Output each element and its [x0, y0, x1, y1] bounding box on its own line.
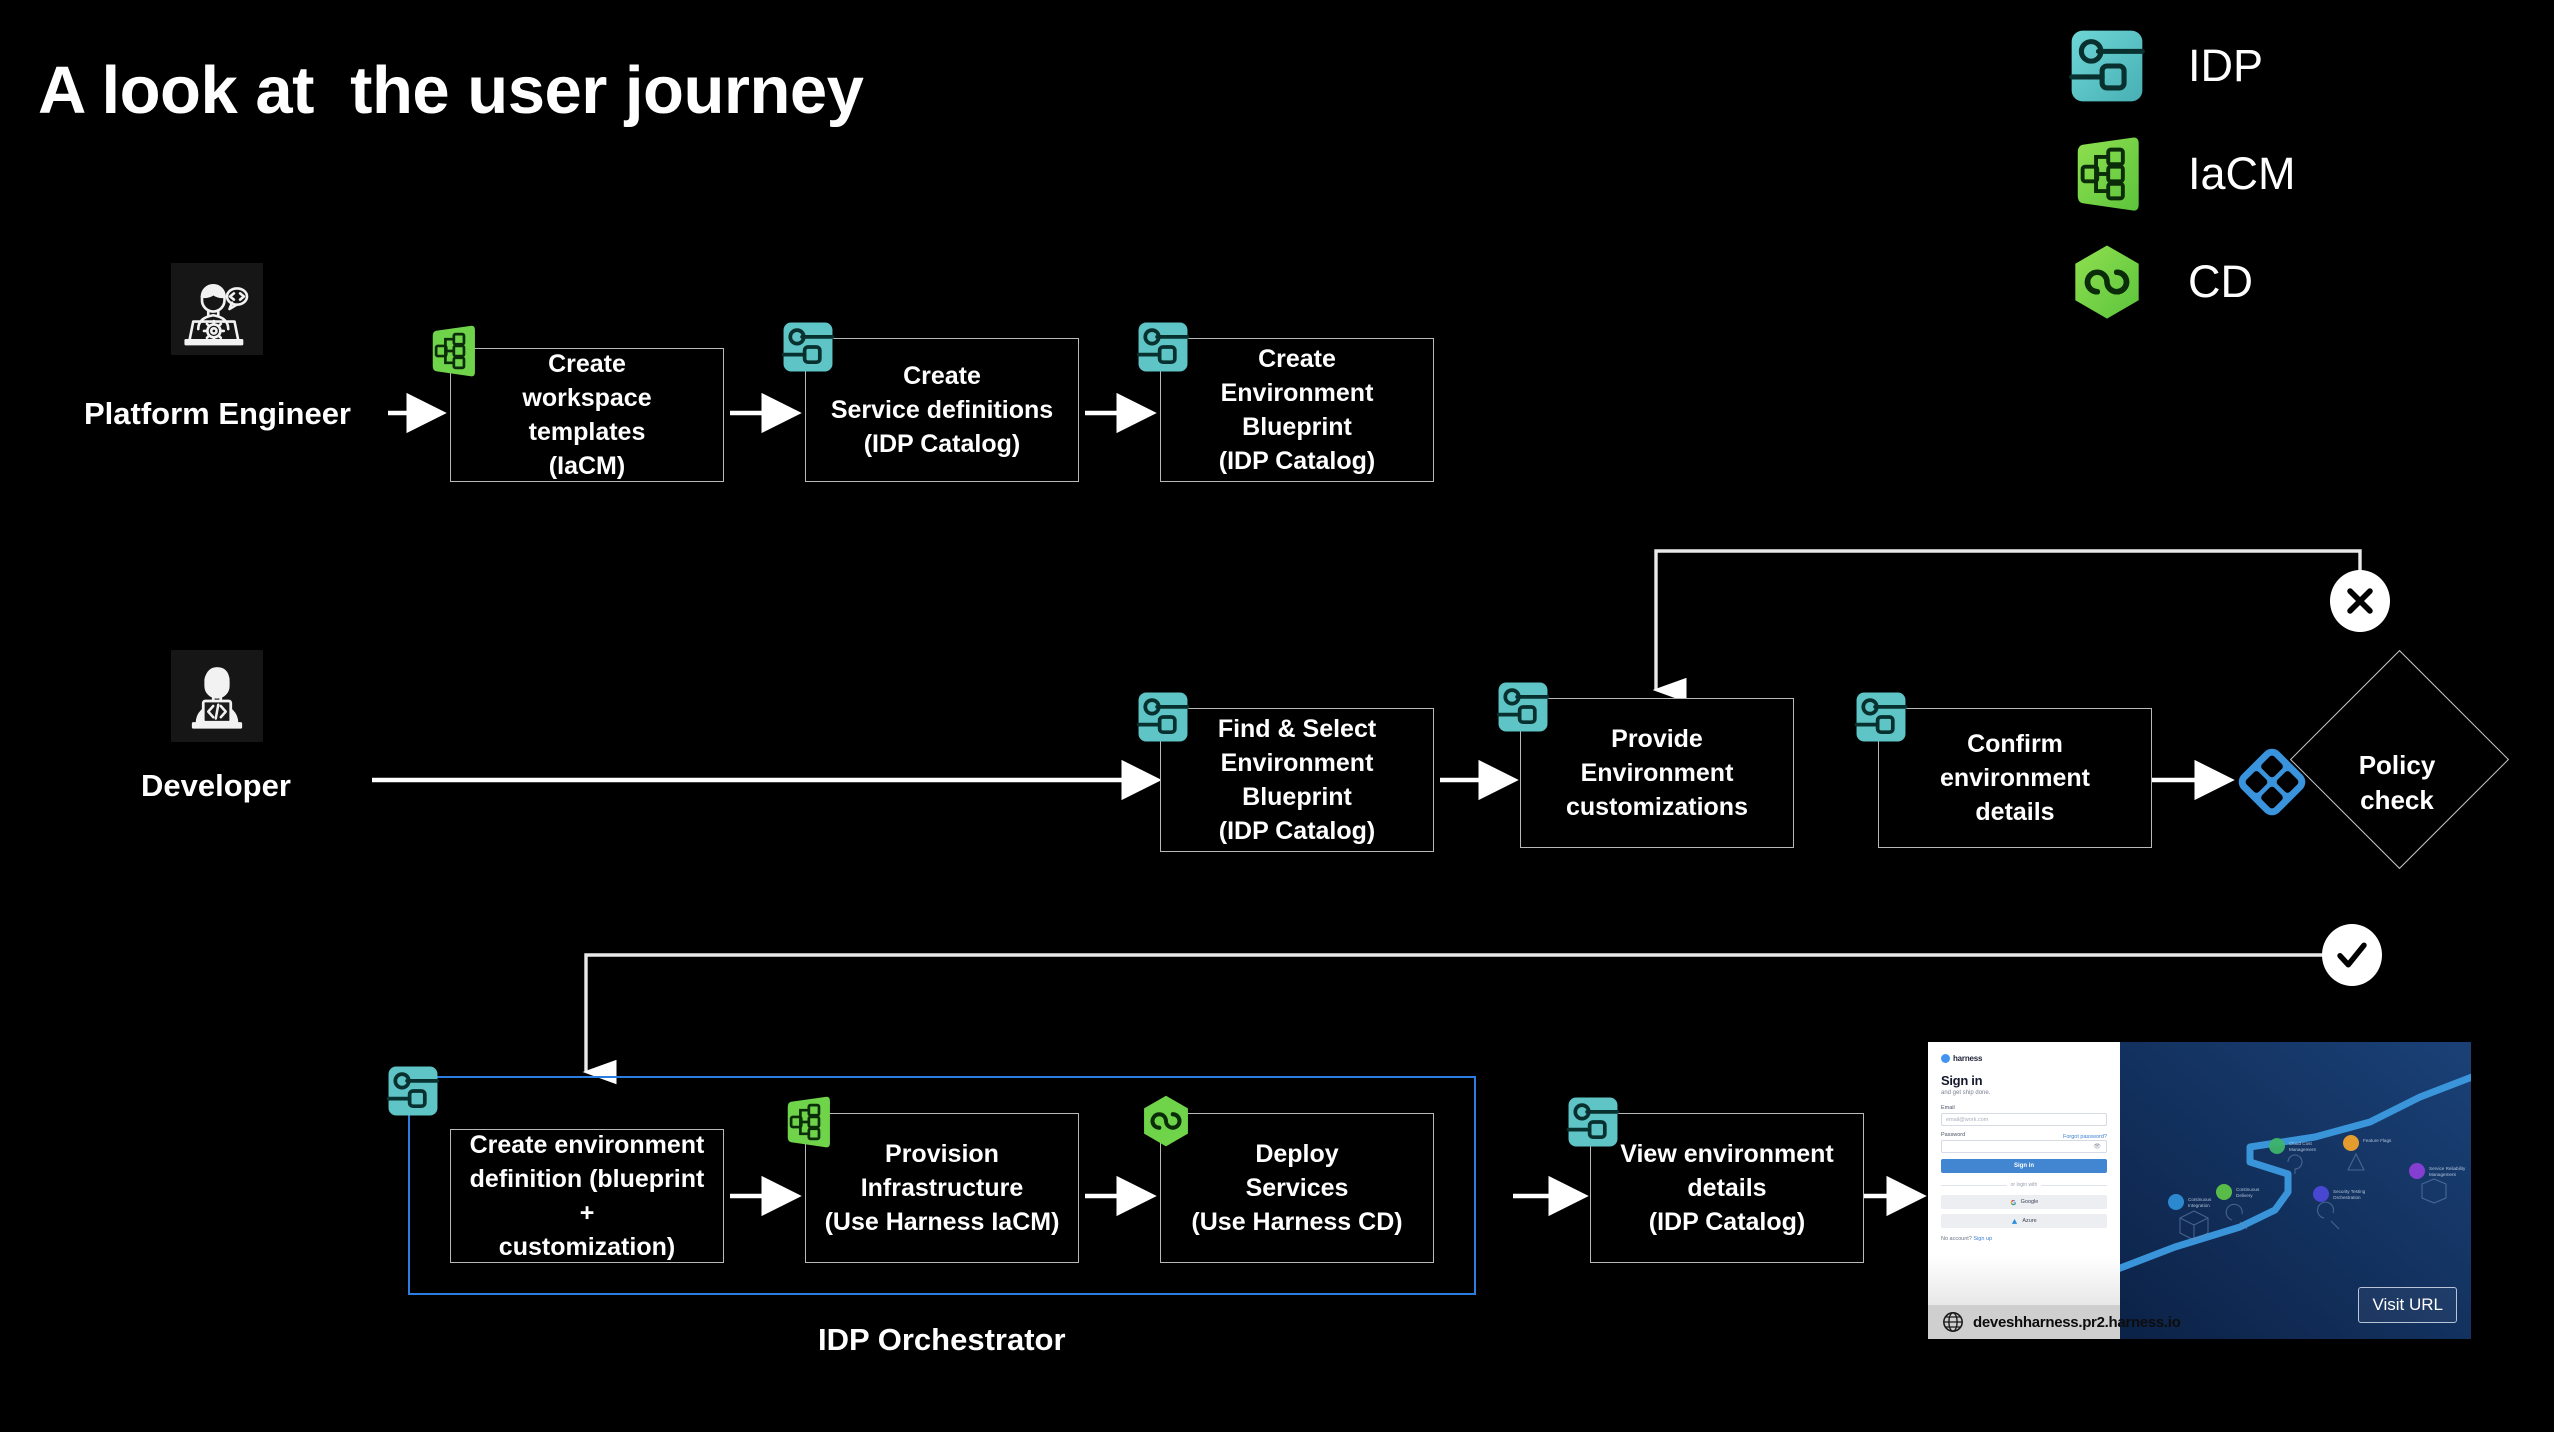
- signin-panel: harness Sign in and get ship done. Email…: [1928, 1042, 2120, 1339]
- product-legend: IDP: [2068, 12, 2488, 336]
- svg-text:Management: Management: [2289, 1147, 2317, 1152]
- google-signin-button[interactable]: Google: [1941, 1195, 2107, 1209]
- oauth-divider: or login with: [1941, 1182, 2107, 1188]
- platform-engineer-role-label: Platform Engineer: [84, 396, 351, 431]
- step-create-service-definitions[interactable]: Create Service definitions (IDP Catalog): [805, 338, 1079, 482]
- svg-text:Continuous: Continuous: [2236, 1187, 2260, 1192]
- step-label: Provide Environment customizations: [1566, 725, 1748, 821]
- password-field[interactable]: 👁: [1941, 1140, 2107, 1153]
- step-create-environment-blueprint[interactable]: Create Environment Blueprint (IDP Catalo…: [1160, 338, 1434, 482]
- policy-check-icon: [2235, 745, 2309, 819]
- developer-avatar: [171, 650, 263, 742]
- step-create-environment-definition[interactable]: Create environment definition (blueprint…: [450, 1129, 724, 1263]
- svg-text:Integration: Integration: [2188, 1203, 2210, 1208]
- step-find-select-environment-blueprint[interactable]: Find & Select Environment Blueprint (IDP…: [1160, 708, 1434, 852]
- fail-x-icon: [2347, 588, 2373, 614]
- svg-text:Continuous: Continuous: [2188, 1197, 2212, 1202]
- signin-subheading: and get ship done.: [1941, 1090, 1991, 1096]
- signin-heading: Sign in: [1941, 1073, 1983, 1088]
- legend-label-cd: CD: [2188, 256, 2253, 307]
- harness-wordmark: harness: [1953, 1054, 1983, 1063]
- email-label: Email: [1941, 1105, 1955, 1111]
- globe-icon: [1943, 1312, 1963, 1332]
- signup-prompt-text: No account?: [1941, 1236, 1972, 1242]
- step-label: Confirm environment details: [1939, 730, 2091, 826]
- legend-item-iacm: IaCM: [2068, 120, 2488, 228]
- azure-signin-button[interactable]: Azure: [1941, 1214, 2107, 1228]
- svg-text:Orchestration: Orchestration: [2333, 1195, 2361, 1200]
- url-bar: deveshharness.pr2.harness.io: [1928, 1305, 2471, 1339]
- platform-engineer-avatar-icon: [184, 284, 249, 346]
- policy-check-label: Policy check: [2358, 750, 2436, 816]
- divider-line-left: [1941, 1184, 2007, 1186]
- step-label: Create Environment Blueprint (IDP Catalo…: [1218, 345, 1376, 475]
- google-icon: [2010, 1199, 2016, 1205]
- azure-label: Azure: [2022, 1218, 2037, 1224]
- visit-url-button[interactable]: Visit URL: [2358, 1287, 2457, 1323]
- svg-text:Cloud Cost: Cloud Cost: [2289, 1141, 2312, 1146]
- harness-mark-icon: [1941, 1054, 1950, 1063]
- svg-text:Security Testing: Security Testing: [2333, 1189, 2366, 1194]
- step-view-environment-details[interactable]: View environment details (IDP Catalog): [1590, 1113, 1864, 1263]
- divider-label: or login with: [2010, 1182, 2038, 1188]
- iacm-product-icon: [2068, 135, 2146, 213]
- signin-submit-button[interactable]: Sign in: [1941, 1159, 2107, 1173]
- legend-item-idp: IDP: [2068, 12, 2488, 120]
- google-label: Google: [2020, 1199, 2039, 1205]
- developer-role-label: Developer: [141, 768, 291, 803]
- forgot-password-link[interactable]: Forgot password?: [2062, 1134, 2107, 1140]
- legend-item-cd: CD: [2068, 228, 2488, 336]
- step-label: Provision Infrastructure (Use Harness Ia…: [824, 1140, 1060, 1236]
- legend-label-iacm: IaCM: [2188, 148, 2296, 199]
- platform-engineer-avatar: [171, 263, 263, 355]
- step-provision-infrastructure[interactable]: Provision Infrastructure (Use Harness Ia…: [805, 1113, 1079, 1263]
- idp-product-icon: [2068, 27, 2146, 105]
- harness-logo: harness: [1941, 1054, 2107, 1063]
- step-deploy-services[interactable]: Deploy Services (Use Harness CD): [1160, 1113, 1434, 1263]
- policy-pass-marker: [2322, 924, 2382, 986]
- signup-prompt: No account? Sign up: [1941, 1236, 2107, 1242]
- step-create-workspace-templates[interactable]: Create workspace templates (IaCM): [450, 348, 724, 482]
- step-label: Deploy Services (Use Harness CD): [1191, 1140, 1403, 1236]
- step-confirm-environment-details[interactable]: Confirm environment details: [1878, 708, 2152, 848]
- eye-icon[interactable]: 👁: [2093, 1144, 2101, 1150]
- azure-icon: [2012, 1218, 2018, 1224]
- step-label: Create workspace templates (IaCM): [522, 350, 652, 480]
- email-field[interactable]: email@work.com: [1941, 1113, 2107, 1126]
- idp-orchestrator-label: IDP Orchestrator: [818, 1322, 1066, 1357]
- page-title: A look at the user journey: [38, 53, 864, 128]
- svg-text:Delivery: Delivery: [2236, 1193, 2253, 1198]
- signup-link[interactable]: Sign up: [1973, 1236, 1993, 1242]
- svg-text:Management: Management: [2429, 1172, 2457, 1177]
- step-provide-environment-customizations[interactable]: Provide Environment customizations: [1520, 698, 1794, 848]
- password-label: Password: [1941, 1132, 1966, 1138]
- url-text: deveshharness.pr2.harness.io: [1973, 1313, 2181, 1331]
- svg-text:Feature Flags: Feature Flags: [2363, 1138, 2392, 1143]
- idp-orchestrator-container: [408, 1076, 1476, 1295]
- legend-label-idp: IDP: [2188, 40, 2264, 91]
- step-label: View environment details (IDP Catalog): [1620, 1140, 1834, 1236]
- cd-product-icon: [2068, 243, 2146, 321]
- developer-avatar-icon: [191, 667, 243, 729]
- policy-fail-marker: [2330, 570, 2390, 632]
- step-label: Create Service definitions (IDP Catalog): [830, 362, 1054, 458]
- pass-check-icon: [2337, 942, 2367, 968]
- divider-line-right: [2041, 1184, 2107, 1186]
- svg-text:Service Reliability: Service Reliability: [2429, 1166, 2466, 1171]
- step-label: Find & Select Environment Blueprint (IDP…: [1217, 715, 1377, 845]
- harness-signin-screenshot[interactable]: harness Sign in and get ship done. Email…: [1928, 1042, 2471, 1339]
- step-label: Create environment definition (blueprint…: [469, 1131, 705, 1261]
